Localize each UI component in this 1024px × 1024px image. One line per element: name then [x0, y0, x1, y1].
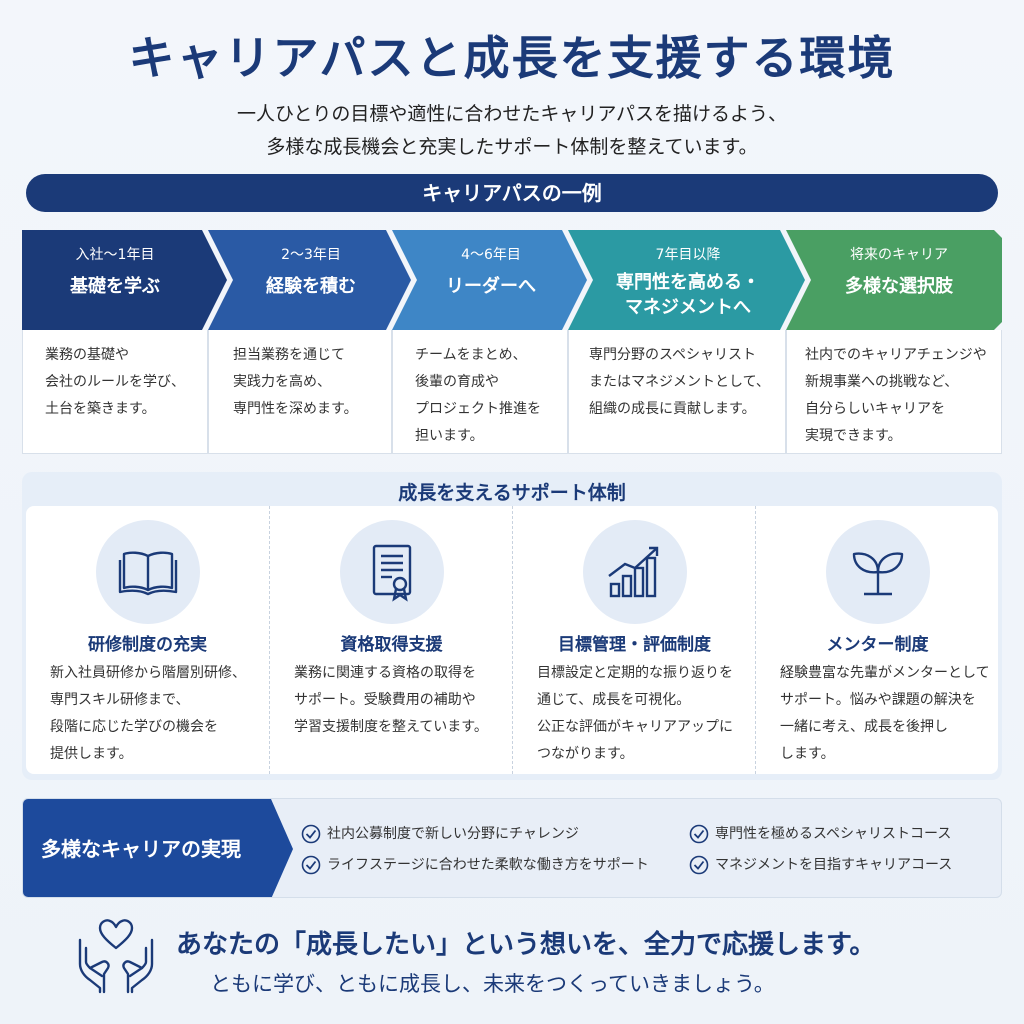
support-card-title: メンター制度: [826, 635, 929, 655]
certificate-icon: [340, 520, 444, 624]
footer-message: あなたの「成長したい」という想いを、全力で応援します。: [176, 930, 876, 960]
diverse-career-banner: [23, 799, 293, 897]
check-circle-icon: [689, 824, 709, 844]
desc-line: サポート。受験費用の補助や: [294, 692, 476, 708]
stage-arrow-4: [568, 230, 805, 330]
desc-line: 専門性を深めます。: [233, 401, 358, 417]
desc-line: 専門スキル研修まで、: [50, 692, 190, 708]
stage-period: 入社〜1年目: [75, 247, 155, 263]
diverse-career-section: 多様なキャリアの実現 社内公募制度で新しい分野にチャレンジ ライフステージに合わ…: [22, 798, 1002, 898]
desc-line: 実践力を高め、: [233, 374, 331, 390]
stage-4-header: 7年目以降 専門性を高める・ マネジメントへ: [582, 230, 794, 330]
support-card-mentor: メンター制度 経験豊富な先輩がメンターとして サポート。悩みや課題の解決を 一緒…: [755, 506, 998, 774]
stage-3-description: チームをまとめ、 後輩の育成や プロジェクト推進を 担います。: [392, 330, 568, 454]
desc-line: プロジェクト推進を: [415, 401, 541, 417]
support-card-training: 研修制度の充実 新入社員研修から階層別研修、 専門スキル研修まで、 段階に応じた…: [26, 506, 269, 774]
support-heading: 成長を支えるサポート体制: [398, 482, 626, 504]
stage-5-description: 社内でのキャリアチェンジや 新規事業への挑戦など、 自分らしいキャリアを 実現で…: [786, 330, 1002, 454]
support-card-title: 研修制度の充実: [88, 635, 207, 655]
stage-name-line-2: マネジメントへ: [625, 297, 751, 318]
stage-period: 2〜3年目: [281, 247, 341, 263]
support-card-title: 目標管理・評価制度: [558, 635, 711, 655]
career-path-heading: キャリアパスの一例: [26, 174, 998, 212]
footer-submessage: ともに学び、ともに成長し、未来をつくっていきましょう。: [210, 972, 775, 996]
desc-line: 会社のルールを学び、: [45, 374, 185, 390]
stage-period: 将来のキャリア: [850, 247, 948, 263]
support-card-description: 目標設定と定期的な振り返りを 通じて、成長を可視化。 公正な評価がキャリアアップ…: [537, 660, 753, 768]
stage-name: 専門性を高める・ マネジメントへ: [582, 270, 794, 320]
stage-name: 多様な選択肢: [845, 276, 953, 297]
growth-chart-icon: [583, 520, 687, 624]
stage-name: リーダーへ: [446, 276, 536, 297]
support-card-title: 資格取得支援: [340, 635, 443, 655]
support-card-description: 経験豊富な先輩がメンターとして サポート。悩みや課題の解決を 一緒に考え、成長を…: [780, 660, 996, 768]
desc-line: 提供します。: [50, 746, 133, 762]
desc-line: 通じて、成長を可視化。: [537, 692, 691, 708]
desc-line: チームをまとめ、: [415, 347, 527, 363]
stage-3-header: 4〜6年目 リーダーへ: [406, 230, 576, 330]
support-cards: 研修制度の充実 新入社員研修から階層別研修、 専門スキル研修まで、 段階に応じた…: [26, 506, 998, 774]
career-path: 入社〜1年目 基礎を学ぶ 2〜3年目 経験を積む 4〜6年目 リーダーへ 7年目…: [22, 230, 1002, 454]
stage-2-description: 担当業務を通じて 実践力を高め、 専門性を深めます。: [208, 330, 392, 454]
book-icon: [96, 520, 200, 624]
desc-line: 業務に関連する資格の取得を: [294, 665, 476, 681]
desc-line: 業務の基礎や: [45, 347, 129, 363]
diverse-career-label: 多様なキャリアの実現: [41, 837, 241, 861]
stage-name: 経験を積む: [266, 276, 356, 297]
diverse-item-text: マネジメントを目指すキャリアコース: [715, 857, 953, 873]
hands-heart-icon: [78, 919, 154, 994]
sprout-icon: [826, 520, 930, 624]
page-subtitle: 一人ひとりの目標や適性に合わせたキャリアパスを描けるよう、 多様な成長機会と充実…: [0, 98, 1024, 164]
subtitle-line-2: 多様な成長機会と充実したサポート体制を整えています。: [266, 136, 758, 158]
desc-line: 自分らしいキャリアを: [805, 401, 945, 417]
desc-line: つながります。: [537, 746, 634, 762]
diverse-item-text: 社内公募制度で新しい分野にチャレンジ: [327, 826, 579, 842]
support-section: 成長を支えるサポート体制 研修制度の充実 新入社員研修から階層別研修、 専門スキ…: [22, 472, 1002, 780]
desc-line: 新入社員研修から階層別研修、: [50, 665, 246, 681]
support-card-certification: 資格取得支援 業務に関連する資格の取得を サポート。受験費用の補助や 学習支援制…: [269, 506, 512, 774]
support-card-description: 新入社員研修から階層別研修、 専門スキル研修まで、 段階に応じた学びの機会を 提…: [50, 660, 266, 768]
desc-line: 土台を築きます。: [45, 401, 156, 417]
desc-line: 専門分野のスペシャリスト: [589, 347, 757, 363]
check-circle-icon: [689, 855, 709, 875]
stage-period: 4〜6年目: [461, 247, 521, 263]
stage-name: 基礎を学ぶ: [70, 276, 160, 297]
desc-line: 新規事業への挑戦など、: [805, 374, 959, 390]
desc-line: 学習支援制度を整えています。: [294, 719, 488, 735]
stage-5-header: 将来のキャリア 多様な選択肢: [800, 230, 998, 330]
page-title: キャリアパスと成長を支援する環境: [128, 31, 896, 85]
diverse-item-text: 専門性を極めるスペシャリストコース: [715, 826, 952, 842]
desc-line: 後輩の育成や: [415, 374, 499, 390]
desc-line: 担います。: [415, 428, 484, 444]
stage-1-header: 入社〜1年目 基礎を学ぶ: [22, 230, 208, 330]
diverse-item-text: ライフステージに合わせた柔軟な働き方をサポート: [327, 857, 649, 873]
desc-line: 社内でのキャリアチェンジや: [805, 347, 987, 363]
desc-line: 経験豊富な先輩がメンターとして: [780, 665, 990, 681]
desc-line: 担当業務を通じて: [233, 347, 345, 363]
check-circle-icon: [301, 855, 321, 875]
stage-arrow-1: [22, 230, 227, 330]
desc-line: 段階に応じた学びの機会を: [50, 719, 218, 735]
desc-line: サポート。悩みや課題の解決を: [780, 692, 976, 708]
desc-line: 一緒に考え、成長を後押し: [780, 719, 948, 735]
desc-line: します。: [780, 746, 835, 762]
desc-line: 目標設定と定期的な振り返りを: [537, 665, 733, 681]
desc-line: 実現できます。: [805, 428, 902, 444]
check-circle-icon: [301, 824, 321, 844]
stage-period: 7年目以降: [655, 247, 721, 263]
desc-line: 公正な評価がキャリアアップに: [537, 719, 733, 735]
stage-arrow-3: [392, 230, 587, 330]
support-card-description: 業務に関連する資格の取得を サポート。受験費用の補助や 学習支援制度を整えていま…: [294, 660, 510, 741]
stage-arrow-5: [786, 230, 1002, 330]
desc-line: 組織の成長に貢献します。: [589, 401, 756, 417]
stage-name-line-1: 専門性を高める・: [616, 272, 760, 293]
career-path-arrows: [22, 230, 1002, 330]
stage-4-description: 専門分野のスペシャリスト またはマネジメントとして、 組織の成長に貢献します。: [568, 330, 786, 454]
stage-arrow-2: [208, 230, 411, 330]
subtitle-line-1: 一人ひとりの目標や適性に合わせたキャリアパスを描けるよう、: [236, 103, 788, 125]
stage-2-header: 2〜3年目 経験を積む: [222, 230, 400, 330]
support-card-evaluation: 目標管理・評価制度 目標設定と定期的な振り返りを 通じて、成長を可視化。 公正な…: [512, 506, 755, 774]
stage-1-description: 業務の基礎や 会社のルールを学び、 土台を築きます。: [22, 330, 208, 454]
desc-line: またはマネジメントとして、: [589, 374, 770, 390]
